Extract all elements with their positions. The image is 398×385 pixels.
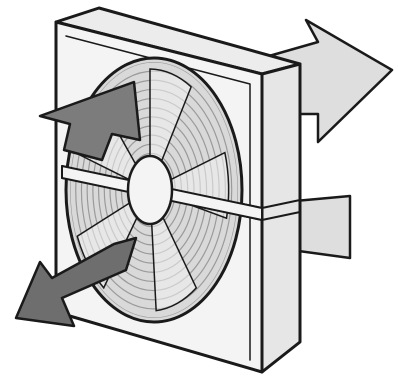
fan-hub [128, 156, 172, 224]
